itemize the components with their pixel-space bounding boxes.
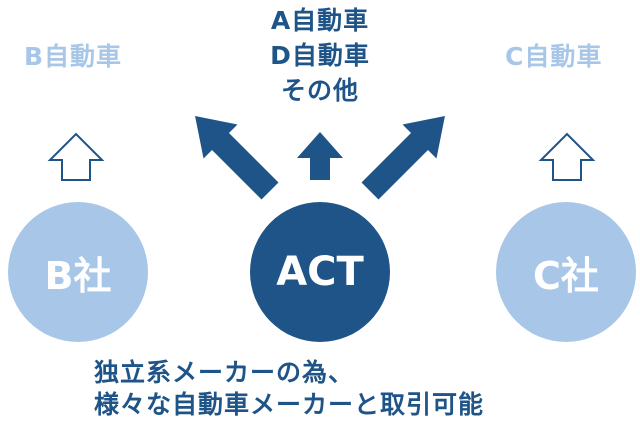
c-automaker-label: C自動車 [505,42,603,71]
d-automaker-label: D自動車 [270,41,370,70]
act-company-label: ACT [276,249,364,295]
b-company-circle: B社 [8,202,148,342]
a-automaker-label: A自動車 [270,6,370,35]
act-up-right-arrow-icon [361,116,445,200]
act-up-arrow-icon [297,132,343,180]
description-line-1: 独立系メーカーの為、 [94,358,355,387]
description-text: 独立系メーカーの為、 様々な自動車メーカーと取引可能 [94,357,484,421]
b-company-label: B社 [44,253,112,298]
b-outline-up-arrow-icon [47,132,105,181]
act-customer-list: A自動車 D自動車 その他 [0,3,640,108]
description-line-2: 様々な自動車メーカーと取引可能 [94,390,485,419]
act-up-left-arrow-icon [195,116,279,200]
c-company-label: C社 [533,253,599,298]
b-automaker-label: B自動車 [24,42,123,71]
act-company-circle: ACT [250,202,390,342]
c-company-circle: C社 [496,202,636,342]
other-makers-label: その他 [280,76,359,105]
c-outline-up-arrow-icon [538,132,596,181]
